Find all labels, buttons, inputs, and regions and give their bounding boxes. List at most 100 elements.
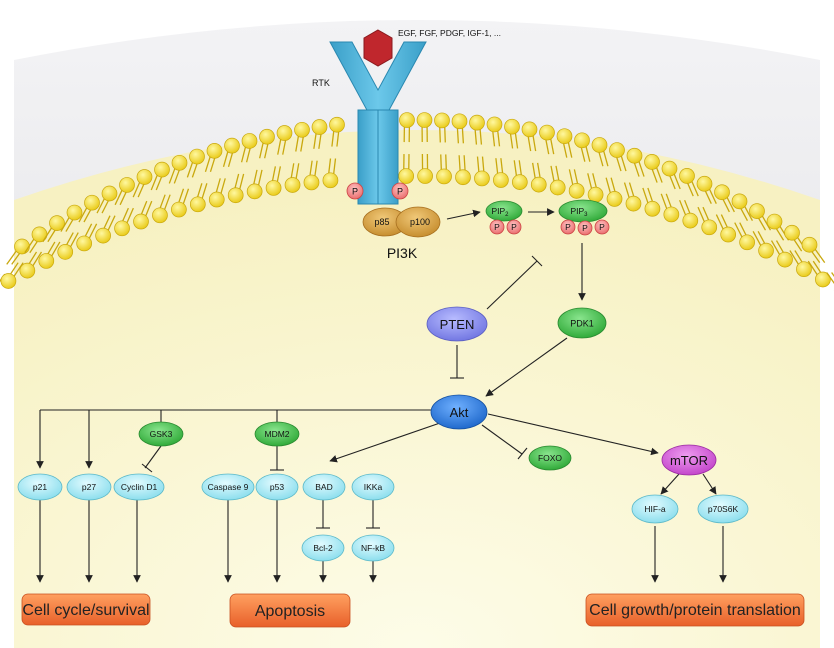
bad-node: BAD [302, 473, 346, 501]
edge-mtor-hif [660, 473, 680, 495]
lipid-head [276, 125, 293, 141]
lipid-head [171, 154, 188, 171]
lipid-head [549, 179, 566, 196]
p70s6k-node: p70S6K [697, 494, 749, 524]
pathway-edges [36, 208, 727, 583]
lipid-head [758, 242, 774, 259]
svg-text:P: P [397, 187, 403, 197]
lipid-head [644, 154, 660, 170]
lipid-head [568, 183, 585, 199]
lipid-head [436, 168, 452, 185]
svg-text:PIP3: PIP3 [570, 206, 588, 218]
edge-pdk1-akt [485, 337, 568, 397]
svg-text:PTEN: PTEN [440, 317, 475, 332]
svg-text:p27: p27 [82, 482, 96, 492]
svg-text:Bcl-2: Bcl-2 [313, 543, 333, 553]
lipid-head [0, 273, 17, 289]
foxo-node: FOXO [528, 445, 572, 471]
cyclin-d1-node: Cyclin D1 [113, 473, 165, 501]
outcome-cell-cycle: Cell cycle/survival [21, 593, 151, 626]
lipid-head [265, 180, 282, 196]
outcome-growth: Cell growth/protein translation [585, 593, 805, 627]
pdk1-node: PDK1 [557, 307, 607, 339]
lipid-head [19, 262, 36, 279]
cytoplasm [14, 130, 820, 648]
lipid-head [796, 261, 812, 278]
lipid-head [14, 238, 30, 255]
pip3-node: PIP3 P P P [558, 199, 610, 236]
lipid-head [224, 137, 240, 154]
p21-node: p21 [17, 473, 63, 501]
lipid-head [241, 133, 258, 149]
lipid-head [784, 224, 800, 241]
lipid-head [556, 128, 573, 145]
lipid-head [114, 220, 130, 237]
edge-gsk3-cyclin [144, 445, 162, 469]
svg-text:Apoptosis: Apoptosis [255, 603, 325, 620]
nfkb-node: NF-kB [351, 534, 395, 562]
svg-text:p21: p21 [33, 482, 47, 492]
svg-text:HIF-a: HIF-a [644, 504, 666, 514]
svg-text:BAD: BAD [315, 482, 332, 492]
svg-text:MDM2: MDM2 [264, 429, 289, 439]
pten-node: PTEN [426, 306, 488, 342]
lipid-tail [826, 272, 834, 285]
lipid-head [84, 194, 100, 211]
edge-mtor-p70s6k [702, 473, 717, 495]
mdm2-node: MDM2 [254, 421, 300, 447]
lipid-head [682, 212, 699, 229]
lipid-head [679, 168, 695, 184]
edge-akt-mtor [487, 413, 659, 456]
lipid-head [399, 112, 415, 128]
lipid-head [626, 147, 643, 164]
lipid-head [469, 114, 485, 131]
lipid-head [136, 169, 153, 185]
lipid-head [284, 177, 301, 193]
inhibit-bar-gsk3-cyclin [141, 463, 153, 473]
lipid-head [511, 174, 528, 190]
edge-pi3k-pip2 [446, 209, 481, 220]
svg-text:Caspase 9: Caspase 9 [208, 482, 249, 492]
p100-label: p100 [410, 217, 430, 227]
lipid-head [303, 174, 320, 191]
p100-subunit [395, 206, 441, 238]
outcome-apoptosis: Apoptosis [229, 593, 351, 628]
lipid-head [329, 116, 345, 133]
lipid-head [416, 112, 433, 128]
lipid-head [815, 271, 831, 288]
svg-text:Cell cycle/survival: Cell cycle/survival [22, 602, 149, 619]
lipid-head [246, 183, 263, 200]
lipid-head [606, 191, 623, 207]
svg-text:p70S6K: p70S6K [708, 504, 739, 514]
svg-text:PDK1: PDK1 [570, 319, 594, 329]
bcl2-node: Bcl-2 [301, 534, 345, 562]
svg-text:IKKa: IKKa [364, 482, 383, 492]
receptor-phospho-left: P [346, 182, 364, 200]
pip2-node: PIP2 P P [485, 200, 523, 235]
lipid-head [714, 184, 730, 201]
lipid-head [474, 170, 490, 187]
p85-label: p85 [374, 217, 389, 227]
lipid-head [49, 215, 65, 231]
lipid-head [206, 143, 223, 159]
ikka-node: IKKa [351, 473, 395, 501]
lipid-head [493, 172, 509, 188]
lipid-head [504, 118, 520, 135]
lipid-head [57, 244, 74, 260]
receptor-phospho-right: P [391, 182, 409, 200]
lipid-head [574, 132, 590, 149]
pi3k-complex: p85 p100 PI3K [362, 206, 441, 261]
ligand-hexagon [363, 29, 393, 67]
lipid-head [455, 169, 471, 186]
lipid-head [434, 112, 450, 129]
svg-text:PIP2: PIP2 [491, 206, 509, 218]
lipid-head [76, 235, 93, 252]
akt-node: Akt [430, 394, 488, 430]
lipid-head [189, 196, 206, 213]
svg-text:Cell growth/protein translatio: Cell growth/protein translation [589, 602, 801, 619]
inhibit-bar-akt-foxo [517, 447, 528, 460]
edge-akt-foxo [481, 424, 523, 455]
hif-node: HIF-a [631, 494, 679, 524]
lipid-head [66, 204, 83, 221]
